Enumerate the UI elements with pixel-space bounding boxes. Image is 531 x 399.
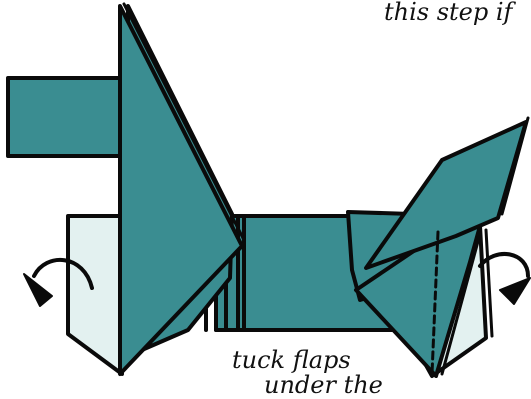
right-leg-fold-dashed xyxy=(430,230,440,376)
neck-layer-line xyxy=(440,232,482,376)
rear-haunch-triangle xyxy=(118,4,244,376)
left-leg-panel xyxy=(66,214,124,376)
origami-diagram xyxy=(6,2,531,378)
right-leg-edge xyxy=(484,228,494,338)
instruction-caption-top: this step if xyxy=(384,0,513,26)
instruction-caption-tuck-line2: under the xyxy=(264,371,383,399)
origami-figure xyxy=(6,2,531,378)
tail-strip xyxy=(6,76,124,158)
head-flap xyxy=(364,120,528,270)
rotate-arrow-left-icon xyxy=(23,258,94,307)
head-layer-line xyxy=(500,116,530,216)
instruction-caption-tuck-line1: tuck flaps xyxy=(232,346,351,374)
rotate-arrow-right-icon xyxy=(478,251,531,305)
rear-haunch-layer xyxy=(122,2,246,242)
